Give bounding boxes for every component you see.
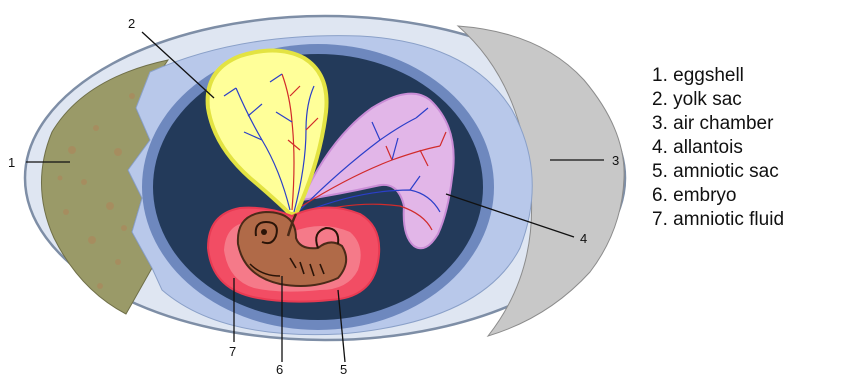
legend-item-air-chamber: 3. air chamber [652,112,784,136]
legend-item-eggshell: 1. eggshell [652,64,784,88]
callout-number-6: 6 [276,362,283,374]
callout-number-4: 4 [580,231,587,246]
callout-number-2: 2 [128,16,135,31]
callout-number-7: 7 [229,344,236,359]
legend-item-yolk-sac: 2. yolk sac [652,88,784,112]
legend-item-embryo: 6. embryo [652,184,784,208]
legend-item-allantois: 4. allantois [652,136,784,160]
callout-number-3: 3 [612,153,619,168]
callout-number-5: 5 [340,362,347,374]
legend: 1. eggshell 2. yolk sac 3. air chamber 4… [652,64,784,232]
callout-number-1: 1 [8,155,15,170]
legend-item-amniotic-sac: 5. amniotic sac [652,160,784,184]
legend-item-amniotic-fluid: 7. amniotic fluid [652,208,784,232]
